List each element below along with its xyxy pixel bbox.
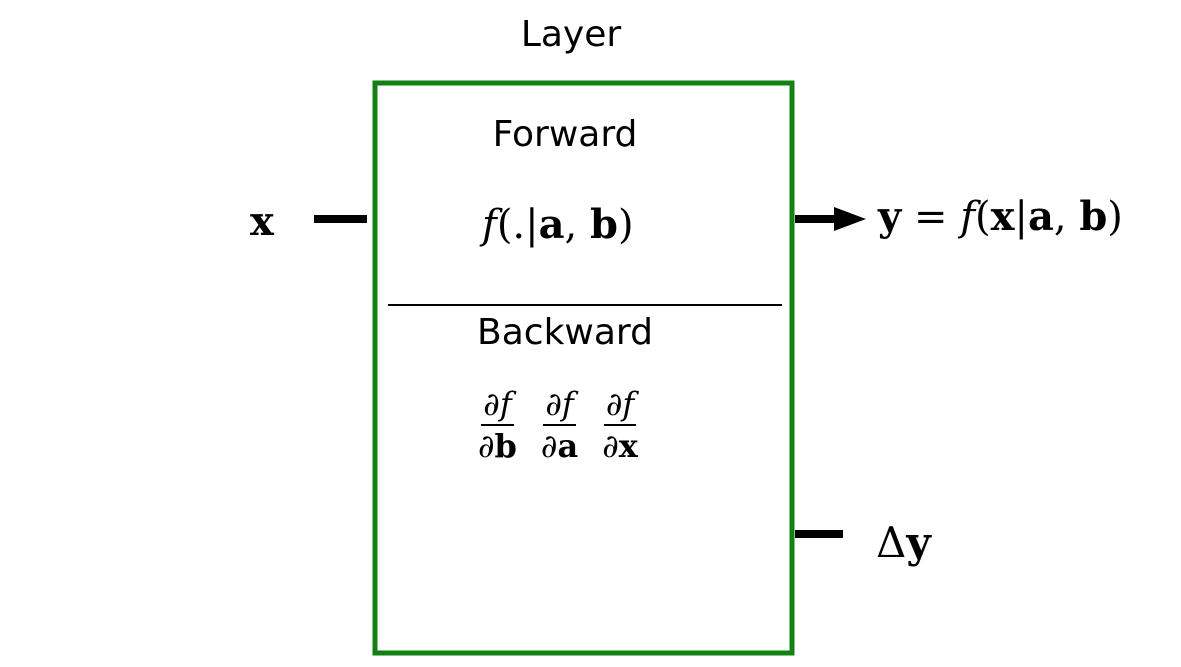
derivative-df-dx: ∂f ∂x: [600, 388, 640, 462]
layer-box: [372, 80, 795, 656]
derivative-numerator: ∂f: [481, 388, 514, 426]
input-x: x: [250, 198, 274, 245]
output-x: x: [990, 193, 1015, 240]
output-a: a: [1027, 193, 1054, 240]
forward-comma: ,: [564, 202, 578, 248]
output-comma: ,: [1053, 194, 1067, 240]
derivative-denominator: ∂a: [540, 427, 579, 465]
forward-close-paren: ): [617, 202, 634, 248]
forward-param-a: a: [538, 201, 565, 248]
derivative-denominator: ∂b: [478, 427, 517, 465]
forward-dot: .: [512, 202, 526, 248]
arrow-right-icon: [834, 207, 866, 231]
layer-title: Layer: [520, 14, 622, 55]
backward-derivatives: ∂f ∂b ∂f ∂a ∂f ∂x: [466, 388, 650, 462]
forward-function: f(.|a, b): [482, 201, 634, 248]
forward-open-paren: (: [496, 202, 513, 248]
delta-symbol: Δ: [876, 518, 907, 567]
derivative-numerator: ∂f: [603, 388, 637, 426]
forward-f: f: [482, 202, 497, 248]
derivative-var-a: a: [557, 427, 579, 465]
output-expression: y = f(x|a, b): [878, 193, 1123, 240]
forward-bar: |: [525, 202, 539, 248]
forward-param-b: b: [589, 201, 618, 248]
gradient-delta-y: Δy: [876, 518, 931, 567]
derivative-var-x: x: [618, 427, 638, 465]
derivative-numerator: ∂f: [543, 388, 576, 426]
output-bar: |: [1014, 194, 1028, 240]
output-equals: =: [913, 194, 948, 240]
backward-label: Backward: [477, 312, 653, 353]
output-f: f: [960, 194, 976, 240]
output-y: y: [878, 193, 902, 240]
derivative-denominator: ∂x: [602, 427, 638, 465]
forward-label: Forward: [492, 114, 638, 155]
output-b: b: [1079, 193, 1108, 240]
gradient-y: y: [906, 518, 931, 567]
output-close-paren: ): [1107, 194, 1123, 240]
derivative-df-db: ∂f ∂b: [476, 388, 519, 462]
derivative-df-da: ∂f ∂a: [539, 388, 580, 462]
output-open-paren: (: [975, 194, 991, 240]
derivative-var-b: b: [494, 427, 517, 465]
